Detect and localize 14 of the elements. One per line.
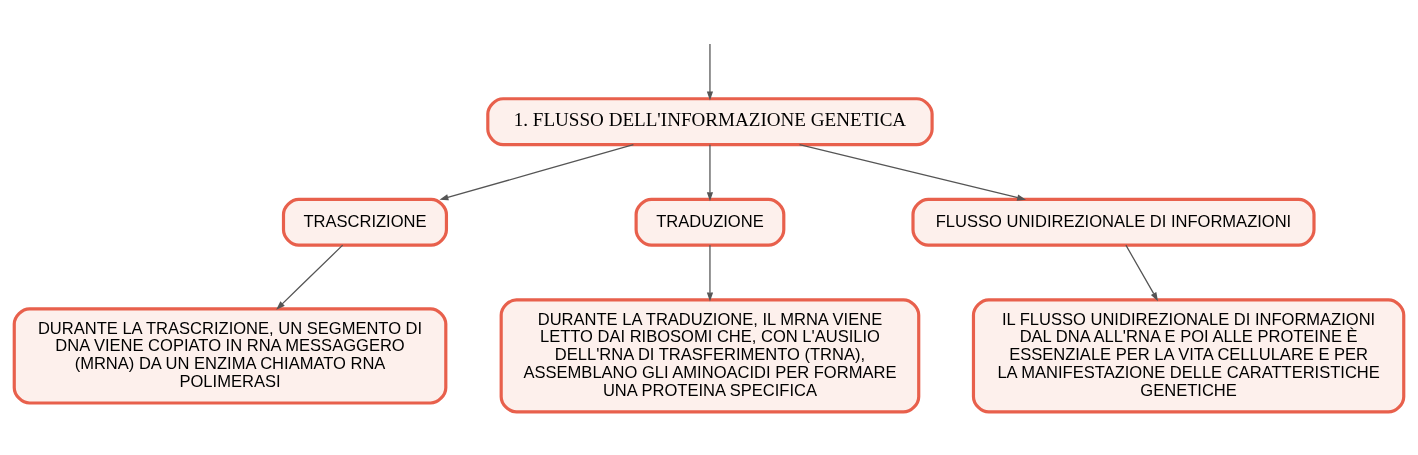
node-box: DURANTE LA TRADUZIONE, IL MRNA VIENE LETTO DAI RIBOSOMI CHE, CON L'AUSILIO DELL'RNA DI TRASFERIMENTO (TRNA), ASSEMBLANO GLI AMINOACIDI PER FORMARE UNA PROTEINA SPECIFICA — [499, 298, 921, 414]
arrow — [706, 244, 714, 302]
arrow — [276, 244, 344, 310]
arrow — [706, 43, 714, 101]
node-box: FLUSSO UNIDIREZIONALE DI INFORMAZIONI — [911, 197, 1316, 247]
arrow — [1125, 244, 1158, 302]
node-box: TRASCRIZIONE — [281, 197, 449, 247]
arrow — [439, 144, 635, 201]
arrow — [706, 144, 714, 202]
arrow — [798, 144, 1027, 201]
node-box: TRADUZIONE — [634, 197, 786, 247]
node-box: DURANTE LA TRASCRIZIONE, UN SEGMENTO DI DNA VIENE COPIATO IN RNA MESSAGGERO (MRNA) DA UN ENZIMA CHIAMATO RNA POLIMERASI — [12, 307, 448, 405]
node-box: 1. FLUSSO DELL'INFORMAZIONE GENETICA — [486, 97, 934, 147]
node-box: IL FLUSSO UNIDIREZIONALE DI INFORMAZIONI DAL DNA ALL'RNA E POI ALLE PROTEINE È ESSENZIALE PER LA VITA CELLULARE E PER LA MANIFESTAZIONE DELLE CARATTERISTICHE GENETICHE — [971, 298, 1406, 414]
